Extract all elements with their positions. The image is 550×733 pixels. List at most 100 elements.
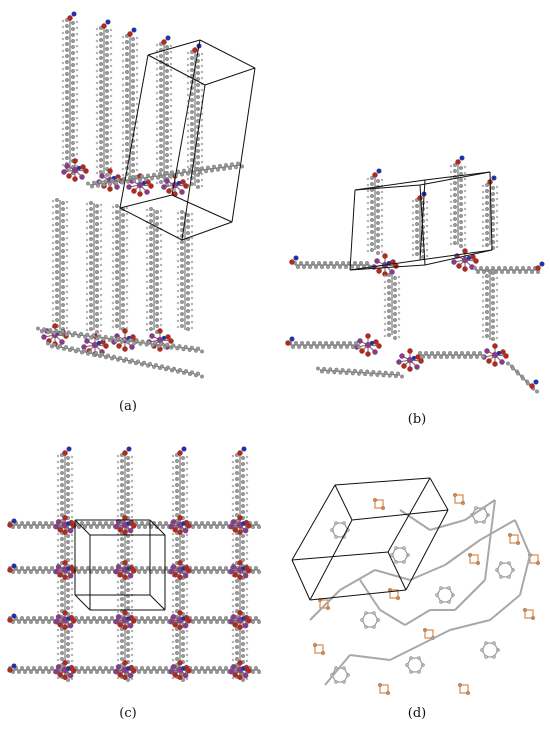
atom — [83, 570, 87, 574]
unit-cell-edge — [291, 551, 389, 561]
atom — [509, 266, 513, 270]
atom — [121, 59, 125, 63]
atom — [321, 345, 325, 349]
atom — [145, 214, 149, 218]
atom — [51, 247, 55, 251]
atom — [481, 214, 485, 218]
atom — [122, 560, 128, 566]
atom — [44, 566, 48, 570]
atom — [70, 346, 74, 351]
atom — [66, 600, 70, 604]
atom — [77, 570, 81, 574]
atom — [175, 603, 179, 607]
atom — [495, 282, 499, 286]
atom — [145, 280, 149, 284]
atom — [121, 161, 125, 165]
atom — [186, 159, 190, 163]
atom — [131, 103, 135, 107]
atom — [135, 150, 139, 154]
atom — [165, 81, 169, 85]
bond — [309, 589, 341, 621]
atom — [241, 510, 245, 514]
atom — [396, 596, 400, 600]
atom — [387, 273, 391, 277]
atom — [155, 288, 159, 292]
atom — [194, 566, 198, 570]
atom — [50, 666, 54, 670]
atom — [115, 240, 119, 244]
atom — [145, 274, 149, 278]
atom — [99, 209, 103, 213]
atom — [417, 195, 423, 201]
unit-cell-edge — [309, 589, 407, 601]
atom — [521, 266, 525, 270]
atom — [35, 620, 39, 624]
atom — [176, 223, 180, 227]
atom — [159, 84, 163, 88]
atom — [111, 289, 115, 293]
atom — [99, 146, 103, 150]
atom — [511, 366, 515, 371]
atom — [485, 201, 489, 205]
atom — [405, 663, 409, 667]
atom — [125, 260, 129, 264]
atom — [7, 667, 13, 673]
atom — [65, 42, 69, 46]
atom — [447, 586, 451, 590]
atom — [116, 472, 120, 476]
atom — [130, 461, 134, 465]
atom — [185, 467, 189, 471]
atom — [180, 276, 184, 280]
atom — [459, 184, 463, 188]
atom — [121, 131, 125, 135]
atom — [61, 225, 65, 229]
atom — [121, 113, 125, 117]
atom — [149, 207, 153, 211]
atom — [70, 557, 74, 561]
panel-d-label: (d) — [407, 706, 427, 721]
atom — [65, 108, 69, 112]
atom — [65, 120, 69, 124]
atom — [65, 60, 69, 64]
atom — [96, 183, 100, 188]
atom — [89, 297, 93, 301]
atom — [51, 259, 55, 263]
atom — [95, 129, 99, 133]
atom — [99, 44, 103, 48]
atom — [492, 343, 498, 349]
atom — [109, 34, 113, 38]
atom — [235, 549, 239, 553]
atom — [159, 54, 163, 58]
atom — [246, 568, 252, 574]
atom — [60, 597, 64, 601]
atom — [155, 240, 159, 244]
atom — [145, 316, 149, 320]
atom — [161, 670, 165, 674]
atom — [60, 543, 64, 547]
atom — [231, 550, 235, 554]
atom — [481, 196, 485, 200]
atom — [120, 537, 124, 541]
atom — [131, 49, 135, 53]
atom — [359, 261, 363, 265]
atom — [132, 178, 136, 183]
atom — [342, 680, 346, 684]
atom — [62, 560, 68, 566]
atom — [70, 467, 74, 471]
atom — [171, 628, 175, 632]
atom — [380, 178, 384, 182]
bond — [374, 569, 411, 581]
atom — [241, 600, 245, 604]
atom — [186, 668, 192, 674]
atom — [75, 38, 79, 42]
atom — [125, 326, 129, 330]
atom — [101, 570, 105, 574]
atom — [29, 670, 33, 674]
atom — [131, 61, 135, 65]
atom — [507, 575, 511, 579]
atom — [155, 294, 159, 298]
square-node — [454, 494, 464, 504]
atom — [159, 293, 163, 297]
atom — [61, 291, 65, 295]
atom — [186, 327, 190, 331]
